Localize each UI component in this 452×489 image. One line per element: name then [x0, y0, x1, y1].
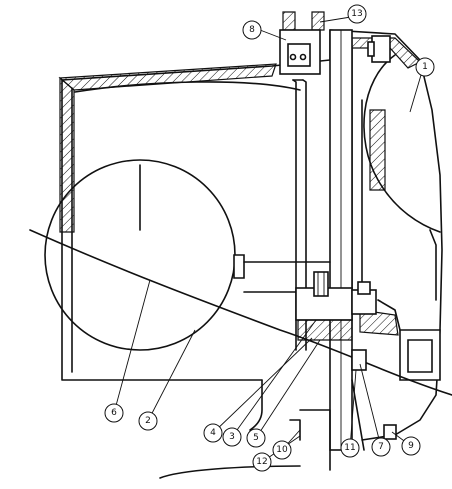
callout-3: 3	[222, 427, 242, 447]
callout-5-label: 5	[253, 433, 259, 443]
callout-9-label: 9	[408, 441, 414, 451]
callout-1-label: 1	[422, 62, 428, 72]
callout-4-label: 4	[210, 428, 216, 438]
callout-8: 8	[242, 20, 262, 40]
leader-lines	[113, 15, 422, 463]
valve-seat-assembly	[295, 271, 377, 451]
callout-13-label: 13	[351, 9, 362, 19]
callout-6: 6	[104, 403, 124, 423]
callout-7: 7	[371, 437, 391, 457]
callout-2-label: 2	[145, 416, 151, 426]
callout-11-label: 11	[344, 443, 355, 453]
callout-12: 12	[252, 452, 272, 472]
outlet-connection	[159, 379, 397, 479]
callout-5: 5	[246, 428, 266, 448]
callout-8-label: 8	[249, 25, 255, 35]
float-ball	[44, 159, 331, 351]
callout-12-label: 12	[256, 457, 267, 467]
callout-13: 13	[347, 4, 367, 24]
callout-11: 11	[340, 438, 360, 458]
callout-2: 2	[138, 411, 158, 431]
callout-10: 10	[272, 440, 292, 460]
callout-1: 1	[415, 57, 435, 77]
callout-4: 4	[203, 423, 223, 443]
body-shell	[58, 29, 443, 441]
callout-9: 9	[401, 436, 421, 456]
callout-3-label: 3	[229, 432, 235, 442]
section-cut-line	[29, 229, 452, 396]
callout-6-label: 6	[111, 408, 117, 418]
cover-flange	[329, 29, 391, 451]
callout-10-label: 10	[276, 445, 288, 455]
air-vent-assembly	[279, 11, 325, 351]
callout-7-label: 7	[378, 442, 384, 452]
